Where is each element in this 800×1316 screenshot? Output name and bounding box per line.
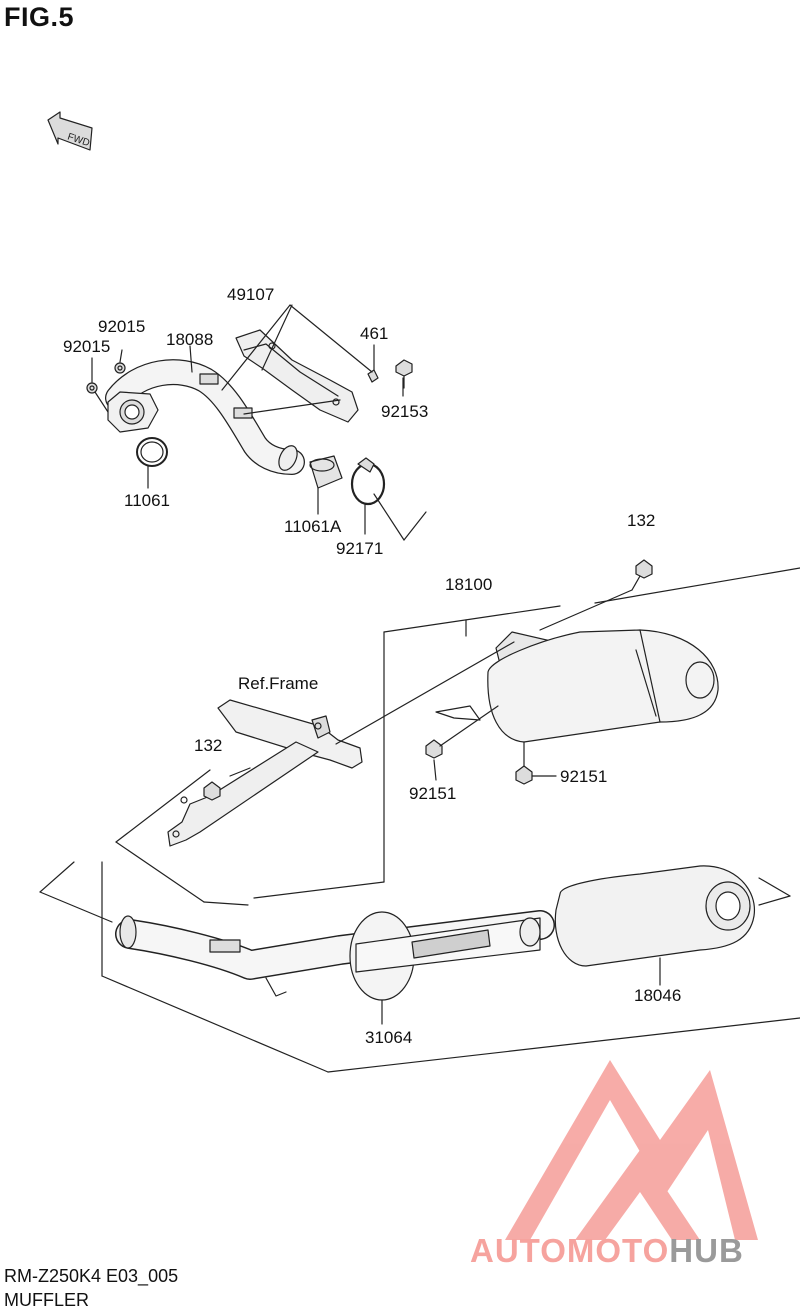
label-11061A: 11061A (284, 517, 342, 536)
label-461: 461 (360, 324, 389, 343)
figure-title: FIG.5 (4, 2, 75, 32)
bolt-92153 (395, 359, 413, 389)
label-92171: 92171 (336, 539, 384, 558)
section-name: MUFFLER (4, 1290, 89, 1310)
leader-lines-top (91, 304, 427, 541)
label-49107: 49107 (227, 285, 275, 304)
watermark-text-secondary: HUB (669, 1232, 744, 1269)
label-11061: 11061 (124, 491, 171, 510)
watermark-text-primary: AUTOMOTO (470, 1232, 670, 1269)
label-ref-frame: Ref.Frame (238, 674, 319, 693)
label-18088: 18088 (166, 330, 214, 349)
outer-shell-18046 (554, 865, 756, 986)
label-92015-a: 92015 (98, 317, 146, 336)
label-132-frame: 132 (194, 736, 223, 755)
ref-frame-bracket (167, 699, 363, 847)
label-92151-right: 92151 (560, 767, 608, 786)
seal-11061A (309, 455, 343, 489)
heat-shield-49107 (235, 329, 359, 423)
label-18100: 18100 (445, 575, 493, 594)
label-92153: 92153 (381, 402, 429, 421)
bolt-92015 (86, 362, 126, 394)
label-18046: 18046 (634, 986, 682, 1005)
label-132-top: 132 (627, 511, 656, 530)
gasket-11061 (136, 437, 168, 467)
model-code: RM-Z250K4 E03_005 (4, 1266, 179, 1286)
label-92151-left: 92151 (409, 784, 457, 803)
watermark-triangle-icon (505, 1060, 758, 1240)
bolt-92151 (425, 705, 557, 785)
bolt-132 (203, 559, 653, 801)
label-31064: 31064 (365, 1028, 413, 1047)
clamp-92171 (350, 457, 386, 506)
watermark-text: AUTOMOTOHUB (470, 1232, 744, 1270)
label-92015-b: 92015 (63, 337, 111, 356)
assembly-outline (39, 567, 800, 1073)
exhaust-pipe (115, 910, 555, 997)
baffle-31064 (349, 911, 541, 1001)
